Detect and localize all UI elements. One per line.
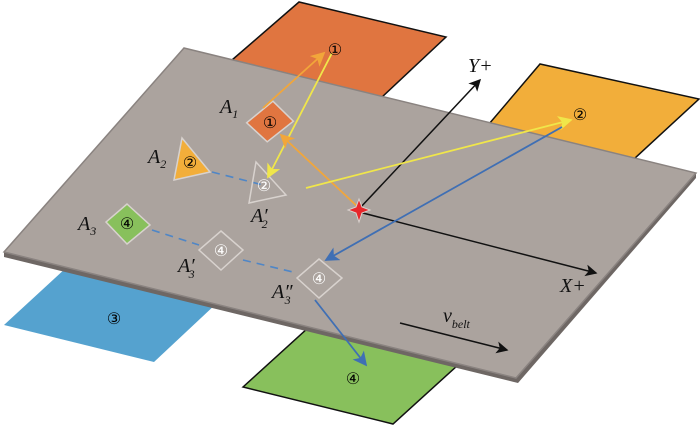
x-axis — [358, 211, 598, 277]
belt-path-a3-2 — [242, 259, 298, 274]
object-a3: ④ — [104, 202, 152, 246]
label-a1: A1 — [218, 96, 238, 121]
object-a3-double-prime: ④ — [295, 258, 344, 300]
object-a3-prime: ④ — [197, 230, 245, 272]
svg-text:②: ② — [183, 155, 197, 172]
bin-2-label: ② — [573, 107, 587, 124]
belt-velocity-label: vbelt — [443, 305, 471, 331]
yellow-arrow-bin1-to-a2prime — [267, 52, 333, 179]
belt-path-a2 — [211, 171, 264, 186]
orange-arrow-a1-to-bin1 — [262, 51, 326, 109]
svg-text:②: ② — [257, 178, 271, 195]
origin-star-icon — [346, 197, 372, 224]
belt-velocity-arrow — [399, 322, 509, 354]
svg-text:①: ① — [263, 115, 277, 132]
object-a2: ② — [173, 136, 212, 181]
label-a3-prime: A′3 — [176, 255, 195, 281]
svg-text:④: ④ — [312, 271, 326, 288]
yellow-arrow-to-bin2 — [305, 116, 573, 189]
bin-3-label: ③ — [107, 311, 121, 328]
bin-1-label: ① — [328, 42, 342, 59]
x-axis-label: X+ — [559, 275, 586, 297]
bin-4-label: ④ — [346, 371, 360, 388]
label-a3: A3 — [76, 213, 96, 238]
svg-text:④: ④ — [120, 216, 134, 233]
label-a2-prime: A′2 — [249, 205, 268, 231]
svg-text:④: ④ — [214, 243, 228, 260]
label-a2: A2 — [146, 146, 166, 171]
orange-arrow-origin-to-a1 — [279, 133, 360, 209]
y-axis-label: Y+ — [468, 55, 493, 77]
object-a1: ① — [245, 100, 295, 143]
blue-arrow-bin2-to-a3dp — [324, 126, 563, 261]
label-a3-double-prime: A″3 — [270, 281, 293, 307]
blue-arrow-a3dp-to-bin4 — [314, 299, 368, 367]
y-axis — [358, 78, 482, 210]
